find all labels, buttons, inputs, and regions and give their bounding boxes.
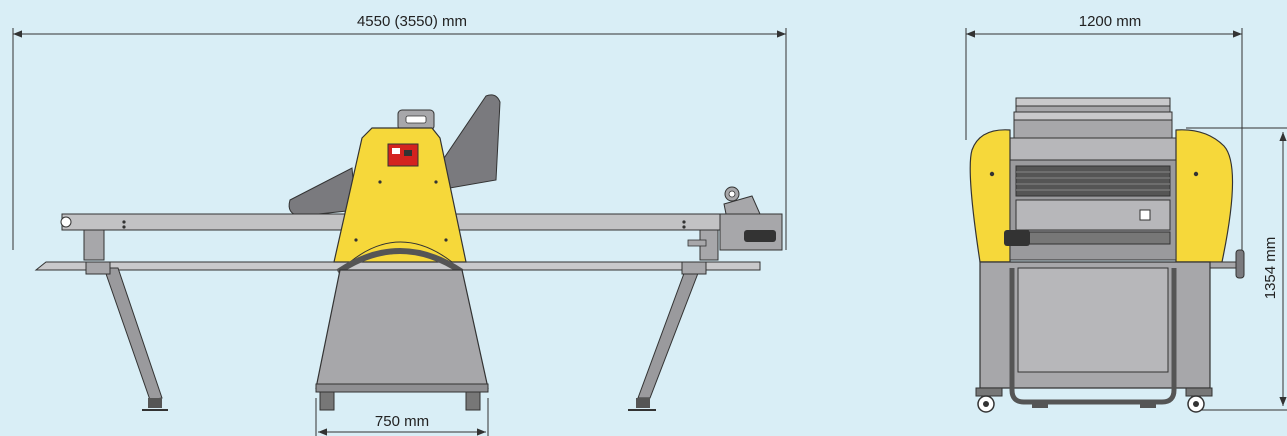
end-roller-assembly xyxy=(687,186,783,251)
width-dimension: 1200 mm xyxy=(965,13,1243,260)
casters xyxy=(975,387,1213,413)
right-side-guard xyxy=(1175,129,1234,263)
roller-mechanism xyxy=(1004,159,1177,261)
height-dimension: 1354 mm xyxy=(1186,127,1287,411)
base-dimension: 750 mm xyxy=(315,398,489,436)
length-label: 4550 (3550) mm xyxy=(357,13,467,30)
width-label: 1200 mm xyxy=(1079,13,1142,30)
base-label: 750 mm xyxy=(375,413,429,430)
right-leg xyxy=(637,267,701,399)
left-leg xyxy=(103,267,163,401)
top-rollers xyxy=(1009,97,1177,163)
side-view: 4550 (3550) mm xyxy=(12,13,787,436)
height-label: 1354 mm xyxy=(1262,237,1279,300)
length-dimension: 4550 (3550) mm xyxy=(12,13,787,250)
front-view: 1200 mm 1354 mm xyxy=(965,13,1287,413)
control-panel xyxy=(387,143,419,167)
base-housing xyxy=(315,269,489,389)
central-housing xyxy=(333,127,467,263)
left-side-guard xyxy=(969,129,1011,263)
upper-arm xyxy=(435,94,501,189)
